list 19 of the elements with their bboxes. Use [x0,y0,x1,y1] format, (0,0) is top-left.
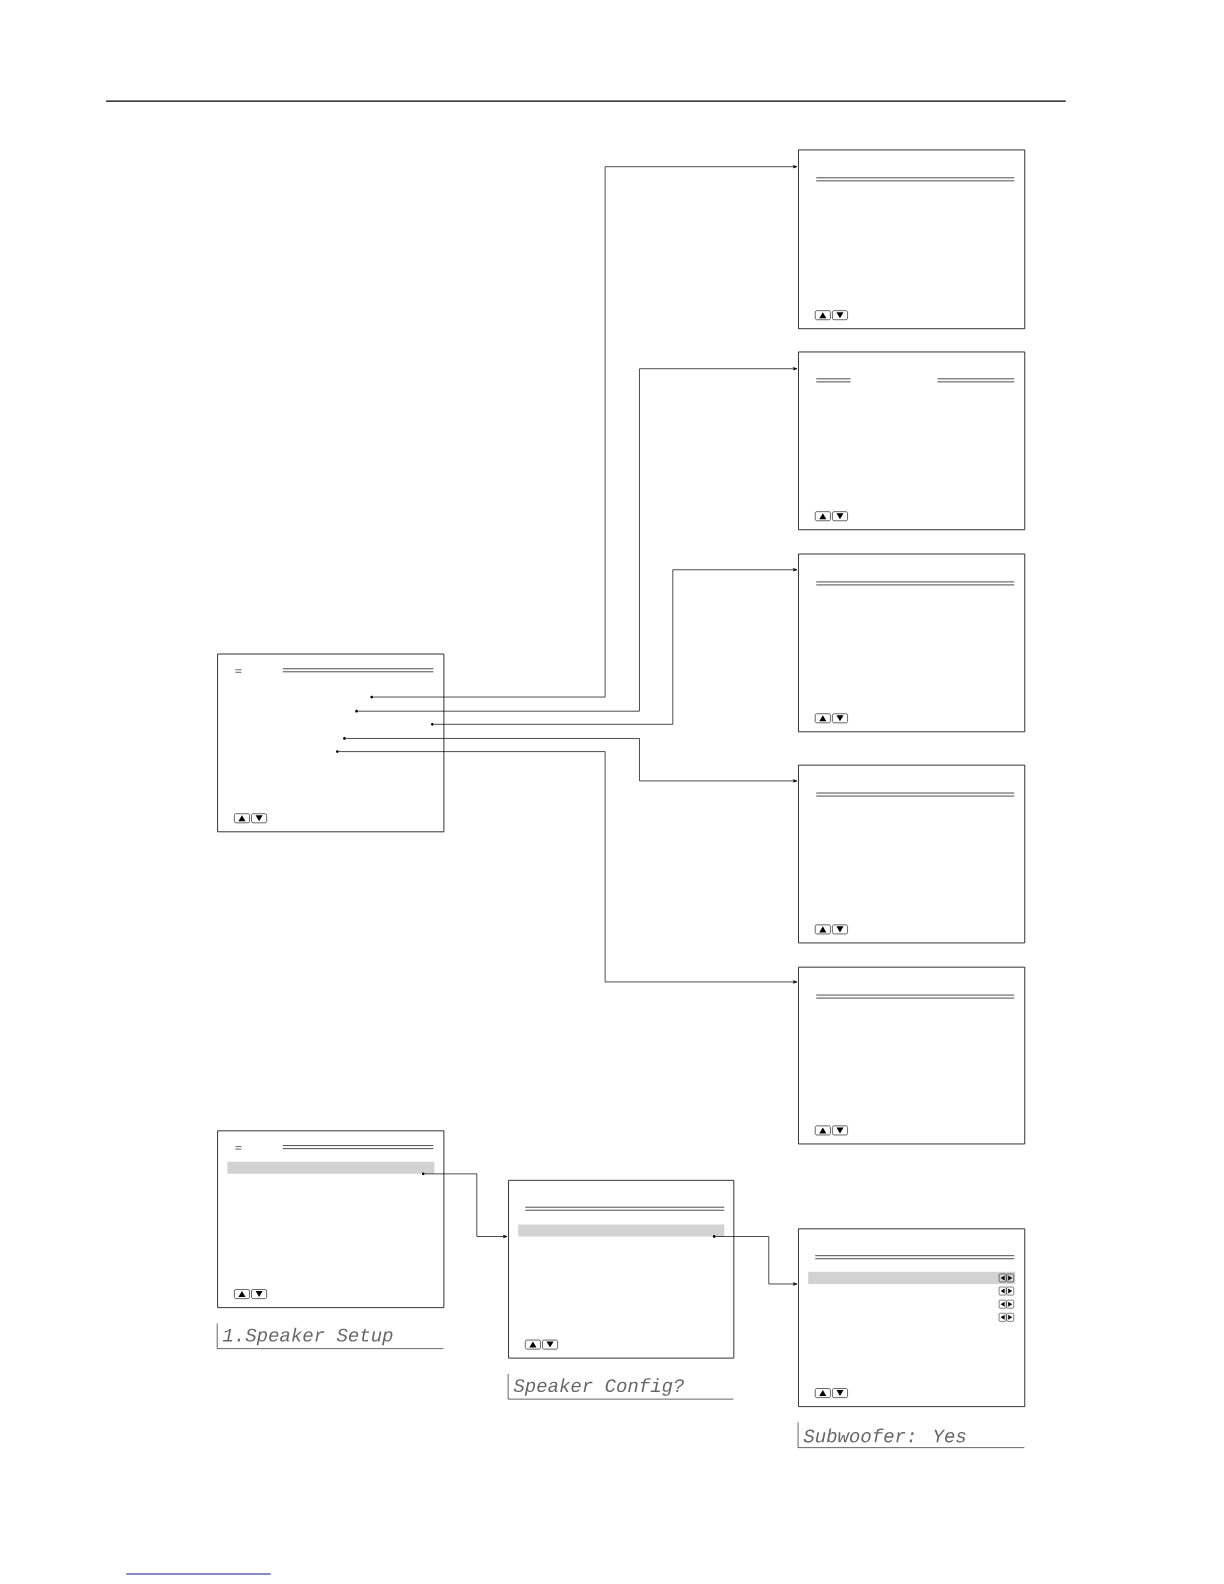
display-readout: 1.Speaker Setup [216,1323,444,1349]
menu-screen [507,1179,735,1359]
menu-screen [797,764,1025,944]
arrow [372,165,798,698]
menu-screen [797,553,1025,733]
arrow [715,1236,798,1286]
arrow [357,367,798,712]
display-readout: Speaker Config? [507,1373,734,1400]
menu-screen [217,1130,445,1308]
arrow [338,751,798,984]
menu-screen [797,351,1025,531]
arrow [433,568,798,725]
arrow [424,1173,508,1239]
display-readout: Subwoofer: Yes [797,1422,1025,1448]
menu-screen [797,966,1025,1145]
arrow [345,738,798,783]
menu-screen [217,653,445,833]
menu-screen [797,1228,1025,1407]
menu-screen [797,149,1025,330]
